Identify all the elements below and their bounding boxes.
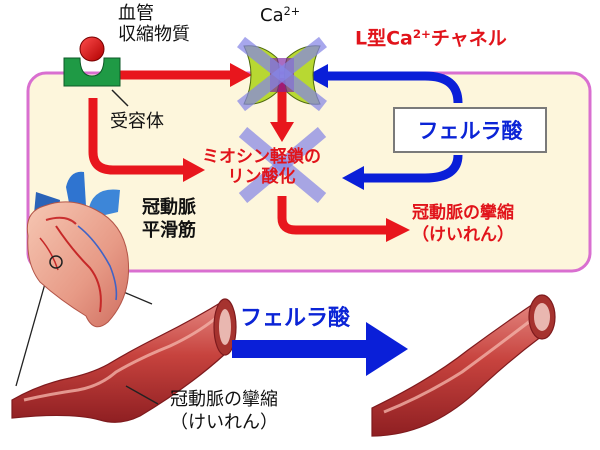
block-x-icon-mlc [238,127,327,203]
mlc-to-spasm-arrowhead [386,218,410,242]
receptor-leader-line [111,89,129,107]
vasoconstrictor-ball-icon [79,36,105,62]
spasm-top-label: 冠動脈の攣縮 （けいれん） [412,202,514,246]
cell-label: 冠動脈 平滑筋 [142,197,196,242]
spasm-top-line2: （けいれん） [412,225,514,246]
calcium-label: Ca2+ [260,5,301,27]
drug-to-channel-arrowhead [306,64,328,88]
signal-arrowheads [183,63,410,242]
channel-prefix: L型Ca [355,27,413,50]
block-x-icon [237,36,327,112]
mlc-line2: リン酸化 [227,166,296,187]
spasm-leader-line [125,385,159,405]
vasoconstrictor-line2: 収縮物質 [118,23,190,45]
inhibition-arrowheads [306,64,364,190]
artery-icon-dilated [371,294,556,437]
channel-sup: 2+ [412,27,431,41]
drug-box-label: フェルラ酸 [417,119,523,143]
mlc-to-spasm-arrow-shaft [277,196,388,235]
channel-label: L型Ca2+チャネル [355,27,507,50]
spasm-bottom-line1: 冠動脈の攣縮 [170,389,278,410]
receptor-label: 受容体 [110,111,164,132]
receptor-to-mlc-arrow-shaft [88,98,185,175]
arrow-drug-label: フェルラ酸 [240,306,351,331]
drug-box: フェルラ酸 [393,107,547,153]
mlc-line1: ミオシン軽鎖の [202,147,321,167]
receptor-to-mlc-arrowhead [183,158,205,182]
cell-line1: 冠動脈 [142,197,196,218]
drug-to-mlc-arrow-shaft [362,154,463,183]
receptor-icon [63,57,121,87]
vasoconstrictor-line1: 血管 [118,3,154,24]
drug-to-channel-arrow-shaft [326,71,463,104]
spasm-top-line1: 冠動脈の攣縮 [412,203,514,223]
artery-icon [11,298,237,423]
vasoconstrictor-label: 血管 収縮物質 [118,3,190,45]
drug-to-mlc-arrowhead [342,166,364,190]
treatment-arrow [232,322,408,376]
inhibition-arrows [326,71,463,183]
mlc-label: ミオシン軽鎖の リン酸化 [202,147,321,187]
cell-line2: 平滑筋 [142,219,196,241]
magnifier-circle [49,255,63,269]
spasm-bottom-line2: （けいれん） [170,412,278,434]
calcium-sup: 2+ [283,5,301,18]
agonist-arrowhead [230,63,252,87]
spasm-bottom-label: 冠動脈の攣縮 （けいれん） [170,388,278,435]
channel-to-mlc-arrowhead [270,122,294,142]
calcium-base: Ca [260,5,284,27]
heart-icon [26,171,130,328]
channel-suffix: チャネル [430,27,507,50]
